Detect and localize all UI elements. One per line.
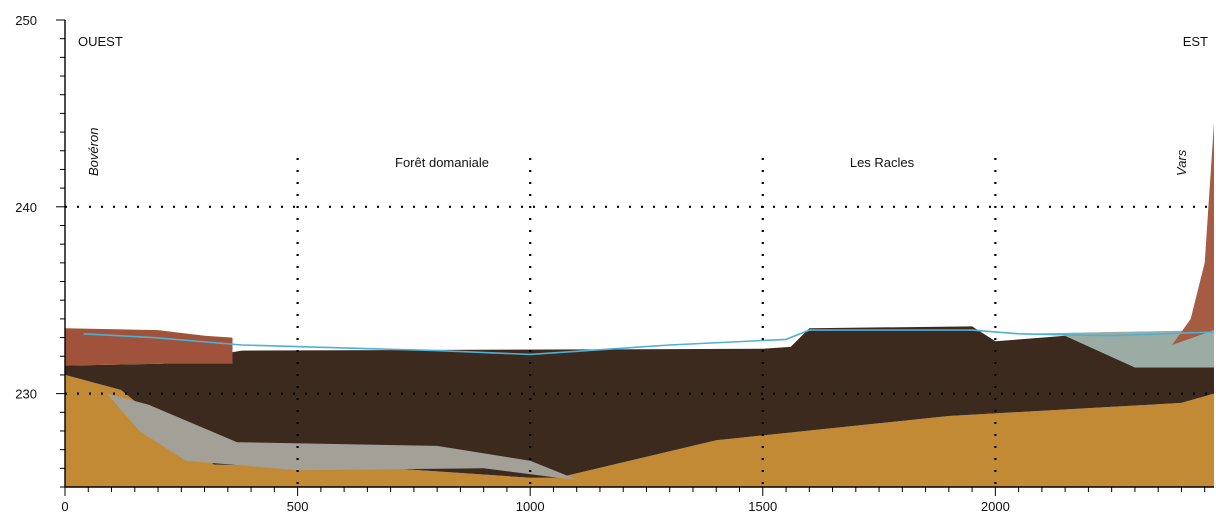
y-tick-label: 240 xyxy=(15,200,37,215)
zone-label-foret-domaniale: Forêt domaniale xyxy=(395,155,489,170)
river-label-vars: Vars xyxy=(1174,149,1189,176)
x-tick-label: 500 xyxy=(287,499,309,514)
x-tick-label: 1500 xyxy=(748,499,777,514)
axis-tick-labels: 0 500 1000 1500 2000 230 240 250 xyxy=(15,13,1010,514)
y-tick-label: 250 xyxy=(15,13,37,28)
west-label: OUEST xyxy=(78,34,123,49)
layer-sand xyxy=(65,374,1214,487)
axes xyxy=(56,19,1214,496)
river-label-boveron: Bovéron xyxy=(86,128,101,176)
x-tick-label: 1000 xyxy=(516,499,545,514)
layer-clay xyxy=(106,393,577,480)
water-table-line xyxy=(83,329,1215,356)
east-label: EST xyxy=(1183,34,1208,49)
x-tick-label: 0 xyxy=(61,499,68,514)
layer-peat xyxy=(65,326,1214,478)
x-tick-label: 2000 xyxy=(981,499,1010,514)
zone-label-les-racles: Les Racles xyxy=(850,155,915,170)
layer-surface-right xyxy=(1018,330,1214,368)
layer-bank-east xyxy=(1172,122,1214,345)
y-tick-label: 230 xyxy=(15,387,37,402)
layer-surface-left xyxy=(65,328,233,366)
geologic-layers xyxy=(65,122,1215,487)
